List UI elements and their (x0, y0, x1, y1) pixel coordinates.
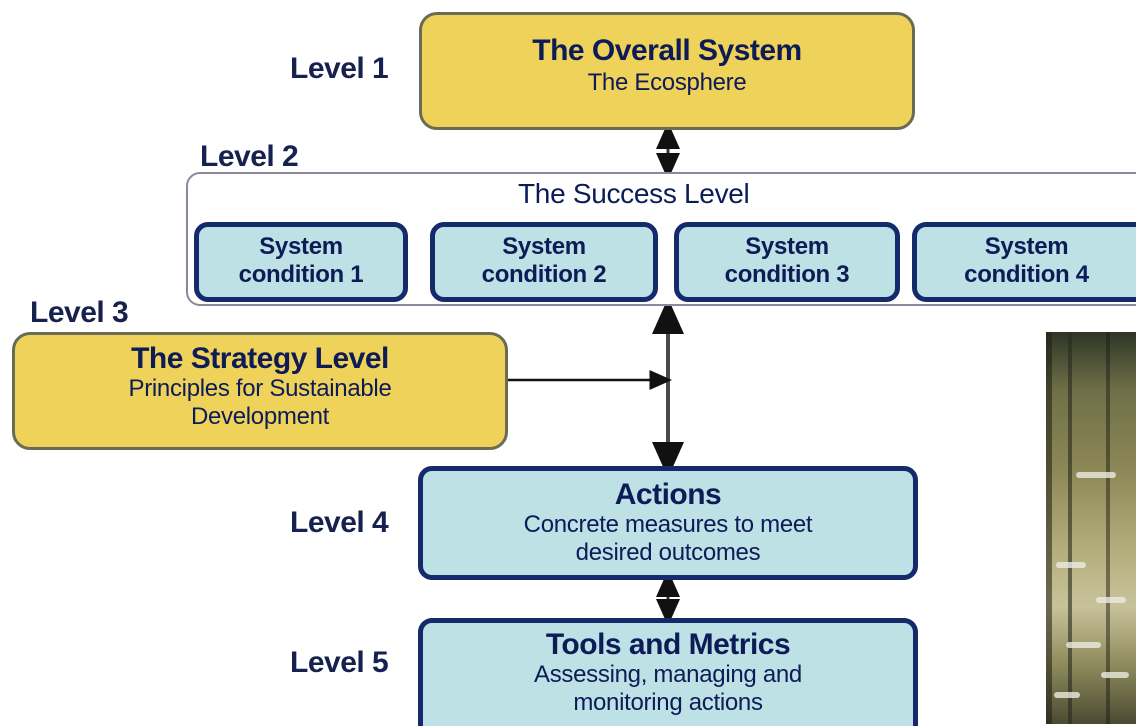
tools-metrics-line2: monitoring actions (573, 689, 763, 716)
system-condition-4-line1: System (984, 233, 1069, 260)
tools-metrics-line1: Assessing, managing and (534, 661, 802, 688)
overall-system-box: The Overall System The Ecosphere (419, 12, 915, 130)
strategy-level-line2: Development (190, 403, 330, 430)
strategy-level-title: The Strategy Level (131, 342, 389, 375)
overall-system-title: The Overall System (532, 34, 802, 67)
actions-title: Actions (614, 478, 722, 511)
strategy-level-box: The Strategy Level Principles for Sustai… (12, 332, 508, 450)
system-condition-2-line2: condition 2 (481, 261, 607, 288)
success-level-title: The Success Level (518, 178, 750, 209)
system-condition-3-line1: System (745, 233, 829, 260)
system-condition-3: System condition 3 (674, 222, 900, 302)
actions-box: Actions Concrete measures to meet desire… (418, 466, 918, 580)
system-condition-2-line1: System (502, 233, 586, 260)
system-condition-1-line2: condition 1 (238, 261, 364, 288)
building-interior-photo (1046, 332, 1136, 724)
system-condition-2: System condition 2 (430, 222, 658, 302)
actions-line1: Concrete measures to meet (523, 511, 813, 538)
level-3-label: Level 3 (30, 296, 129, 329)
actions-line2: desired outcomes (575, 539, 761, 566)
level-1-label: Level 1 (290, 52, 389, 85)
system-condition-1-line1: System (259, 233, 343, 260)
system-condition-4: System condition 4 (912, 222, 1136, 302)
system-condition-3-line2: condition 3 (724, 261, 850, 288)
system-condition-1: System condition 1 (194, 222, 408, 302)
tools-metrics-title: Tools and Metrics (545, 628, 791, 661)
tools-metrics-box: Tools and Metrics Assessing, managing an… (418, 618, 918, 726)
level-5-label: Level 5 (290, 646, 389, 679)
overall-system-subtitle: The Ecosphere (587, 69, 747, 96)
level-4-label: Level 4 (290, 506, 389, 539)
system-condition-4-line2: condition 4 (964, 261, 1089, 288)
level-2-label: Level 2 (200, 140, 299, 173)
strategy-level-line1: Principles for Sustainable (128, 375, 392, 402)
